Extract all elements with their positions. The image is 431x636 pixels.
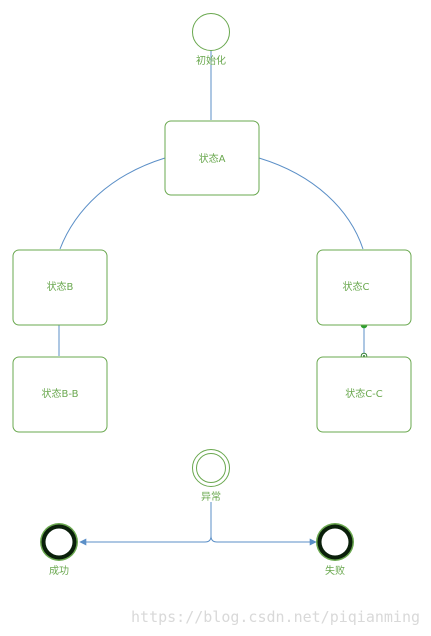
- edge-state-a-to-state-c[interactable]: [258, 157, 364, 250]
- state-c-label: 状态C: [343, 280, 370, 293]
- init-circle: [192, 13, 230, 51]
- node-init[interactable]: 初始化: [192, 13, 230, 68]
- success-center: [45, 528, 73, 556]
- node-failure[interactable]: 失败: [316, 523, 354, 577]
- node-state-b[interactable]: 状态B: [12, 249, 108, 326]
- failure-label: 失败: [325, 564, 345, 577]
- state-cc-label: 状态C-C: [345, 387, 383, 400]
- failure-center: [321, 528, 349, 556]
- node-state-a[interactable]: 状态A: [164, 120, 260, 196]
- state-c-box: [316, 249, 412, 326]
- node-state-bb[interactable]: 状态B-B: [12, 356, 108, 433]
- state-b-label: 状态B: [47, 280, 74, 293]
- state-a-box: [164, 120, 260, 196]
- edge-exception-split[interactable]: [79, 502, 212, 546]
- node-exception[interactable]: 异常: [192, 449, 230, 504]
- init-label: 初始化: [196, 54, 226, 67]
- node-success[interactable]: 成功: [40, 523, 78, 577]
- state-bb-label: 状态B-B: [42, 387, 79, 400]
- state-b-box: [12, 249, 108, 326]
- state-bb-box: [12, 356, 108, 433]
- exception-inner-circle: [196, 453, 226, 483]
- watermark-text: https://blog.csdn.net/piqianming: [131, 608, 420, 626]
- node-state-cc[interactable]: 状态C-C: [316, 356, 412, 433]
- exception-label: 异常: [201, 490, 221, 503]
- state-a-label: 状态A: [199, 152, 226, 165]
- edges: [58, 50, 365, 546]
- edge-state-a-to-state-b[interactable]: [59, 157, 166, 250]
- node-state-c[interactable]: 状态C: [316, 249, 412, 326]
- state-cc-box: [316, 356, 412, 433]
- edge-exception-to-failure[interactable]: [210, 535, 317, 546]
- success-label: 成功: [49, 565, 69, 577]
